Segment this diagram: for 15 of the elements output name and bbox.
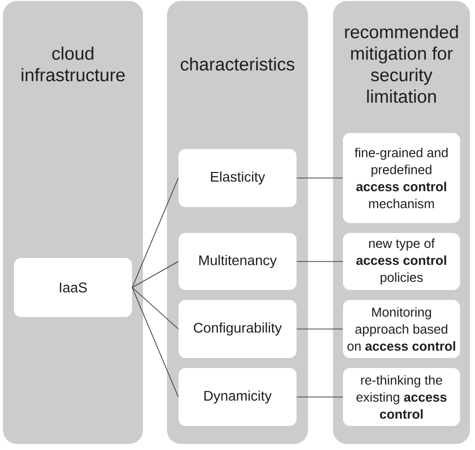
text-box: IaaS	[14, 258, 132, 317]
connector-line	[132, 178, 179, 288]
text-box: Multitenancy	[178, 233, 296, 290]
text-box: re-thinking the existing access control	[343, 368, 460, 426]
text-box: Elasticity	[178, 149, 296, 207]
connector-line	[132, 287, 179, 330]
connector-line	[296, 328, 344, 330]
connector-line	[296, 261, 344, 262]
connector-line	[296, 396, 344, 398]
text-box: Configurability	[178, 300, 296, 358]
connector-line	[132, 287, 179, 398]
text-box: Monitoring approach based on access control	[343, 300, 460, 358]
text-box: Dynamicity	[178, 368, 296, 426]
text-box: fine-grained and predefined access control mechanism	[343, 133, 460, 223]
text-box: new type of access control policies	[343, 233, 460, 290]
